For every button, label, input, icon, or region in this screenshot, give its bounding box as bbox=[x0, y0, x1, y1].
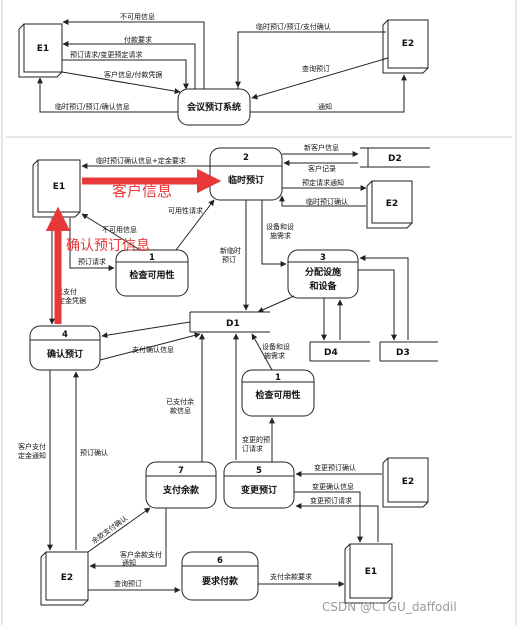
detail-e2-bottom-right-label: E2 bbox=[402, 477, 414, 487]
process-5: 5 变更预订 bbox=[223, 461, 295, 509]
flow-label: 施需求 bbox=[270, 231, 291, 240]
process-5-name: 变更预订 bbox=[241, 484, 277, 496]
annotation-customer-info: 客户信息 bbox=[112, 182, 172, 200]
flow-label: 预订请求/变更预定请求 bbox=[70, 50, 142, 59]
process-1b-name: 检查可用性 bbox=[255, 389, 300, 401]
flow-label: 预订确认 bbox=[80, 448, 108, 457]
flow-label: 已支付余 bbox=[166, 397, 194, 406]
detail-e2-bottom-left: E2 bbox=[40, 551, 89, 606]
flow-label: 设备和设 bbox=[262, 342, 290, 351]
flow-label: 可用性请求 bbox=[168, 206, 203, 215]
flow-label: 支付确认信息 bbox=[132, 345, 174, 354]
process-3-name-line2: 和设备 bbox=[308, 280, 337, 292]
flow-label: 预定请求通知 bbox=[302, 178, 344, 187]
flow-label: 客户信息/付款凭据 bbox=[104, 70, 162, 79]
context-diagram: E1 E2 会议预订系统 不可用信息 付款要求 预订请求/变更预定请求 客户信息… bbox=[18, 12, 429, 126]
flow-label: 不可用信息 bbox=[120, 12, 155, 21]
flow-label: 变更预订请求 bbox=[310, 496, 352, 505]
datastore-d4: D4 bbox=[309, 341, 370, 362]
flow-label: 预订请求 bbox=[78, 257, 106, 266]
flow-label: 设备和设 bbox=[266, 222, 294, 231]
process-1a: 1 检查可用性 bbox=[115, 249, 189, 297]
context-system-label: 会议预订系统 bbox=[187, 101, 241, 113]
process-4-name: 确认预订 bbox=[47, 348, 83, 360]
detail-e2-bottom-right: E2 bbox=[382, 457, 429, 508]
context-e1: E1 bbox=[18, 23, 63, 78]
flow-label: 预订 bbox=[222, 255, 236, 264]
flow-label: 付款要求 bbox=[124, 35, 152, 44]
flow-label: 余款支付确认 bbox=[90, 514, 129, 546]
process-5-number: 5 bbox=[256, 466, 262, 476]
flow-label: 新客户信息 bbox=[304, 143, 339, 152]
detail-e1-top: E1 bbox=[32, 159, 81, 218]
detail-e1-bottom-label: E1 bbox=[365, 567, 377, 577]
flow-label: 定金通知 bbox=[18, 451, 46, 460]
process-6-name: 要求付款 bbox=[202, 575, 239, 587]
datastore-d2-label: D2 bbox=[388, 154, 402, 164]
flow-label: 款信息 bbox=[170, 406, 191, 415]
process-4: 4 确认预订 bbox=[29, 325, 101, 371]
detail-e2-right-label: E2 bbox=[386, 199, 398, 209]
process-2-name: 临时预订 bbox=[228, 174, 264, 186]
datastore-d3-label: D3 bbox=[396, 348, 410, 358]
process-6: 6 要求付款 bbox=[181, 551, 259, 601]
flow-label: 临时预订确认信息+定金要求 bbox=[96, 156, 186, 165]
detail-e1-top-label: E1 bbox=[53, 182, 65, 192]
flow-label: 支付余款要求 bbox=[270, 572, 312, 581]
flow-label: 查询预订 bbox=[114, 579, 142, 588]
annotation-confirm-info: 确认预订信息 bbox=[66, 237, 150, 254]
process-1a-number: 1 bbox=[149, 253, 155, 263]
detail-e2-bottom-left-label: E2 bbox=[61, 573, 73, 583]
flow-label: 客户支付 bbox=[18, 442, 46, 451]
flow-label: 变更预订确认 bbox=[314, 463, 356, 472]
process-7-name: 支付余款 bbox=[162, 484, 200, 496]
detail-e1-bottom: E1 bbox=[344, 543, 393, 604]
process-3: 3 分配设施 和设备 bbox=[287, 249, 359, 299]
flow-label: 定金凭据 bbox=[58, 296, 86, 305]
flow-label: 临时预订确认 bbox=[306, 197, 348, 206]
context-e2: E2 bbox=[382, 19, 429, 74]
process-6-number: 6 bbox=[217, 556, 223, 566]
process-7: 7 支付余款 bbox=[145, 461, 217, 509]
flow-label: 通知 bbox=[318, 102, 332, 111]
process-7-number: 7 bbox=[178, 466, 184, 476]
datastore-d1-label: D1 bbox=[226, 319, 240, 329]
flow-label: 查询预订 bbox=[302, 64, 330, 73]
process-3-number: 3 bbox=[320, 253, 326, 263]
flow-label: 新临时 bbox=[220, 246, 241, 255]
detail-e2-right: E2 bbox=[366, 180, 413, 229]
context-e1-label: E1 bbox=[37, 44, 49, 54]
datastore-d2: D2 bbox=[360, 147, 430, 168]
flow-label: 客户记录 bbox=[308, 164, 336, 173]
datastore-d4-label: D4 bbox=[324, 348, 338, 358]
datastore-d3: D3 bbox=[379, 341, 438, 362]
flow-label: 变更的预 bbox=[242, 435, 270, 444]
flow-label: 客户余款支付 bbox=[120, 550, 162, 559]
process-2-number: 2 bbox=[243, 153, 249, 163]
watermark: CSDN @CTGU_daffodil bbox=[322, 600, 457, 614]
flow-label: 通知 bbox=[122, 558, 136, 567]
process-4-number: 4 bbox=[62, 330, 68, 340]
flow-label: 临时预订/预订/确认信息 bbox=[55, 102, 130, 111]
process-1b: 1 检查可用性 bbox=[241, 369, 315, 417]
detail-diagram: E1 2 临时预订 D2 E2 1 检查可用性 bbox=[18, 143, 438, 606]
annotations: 客户信息 确认预订信息 bbox=[45, 168, 222, 324]
datastore-d1: D1 bbox=[189, 311, 270, 333]
flow-label: 订请求 bbox=[242, 444, 263, 453]
context-system-process: 会议预订系统 bbox=[177, 88, 251, 126]
context-e2-label: E2 bbox=[402, 39, 414, 49]
flow-label: 临时预订/预订/支付确认 bbox=[256, 22, 331, 31]
flow-label: 施需求 bbox=[264, 351, 285, 360]
process-2: 2 临时预订 bbox=[209, 147, 283, 201]
flow-label: 已支付 bbox=[56, 287, 77, 296]
flow-label: 不可用信息 bbox=[102, 225, 137, 234]
process-1a-name: 检查可用性 bbox=[129, 269, 174, 281]
process-1b-number: 1 bbox=[275, 373, 281, 383]
flow-label: 变更确认信息 bbox=[312, 482, 354, 491]
process-3-name: 分配设施 bbox=[305, 266, 341, 278]
